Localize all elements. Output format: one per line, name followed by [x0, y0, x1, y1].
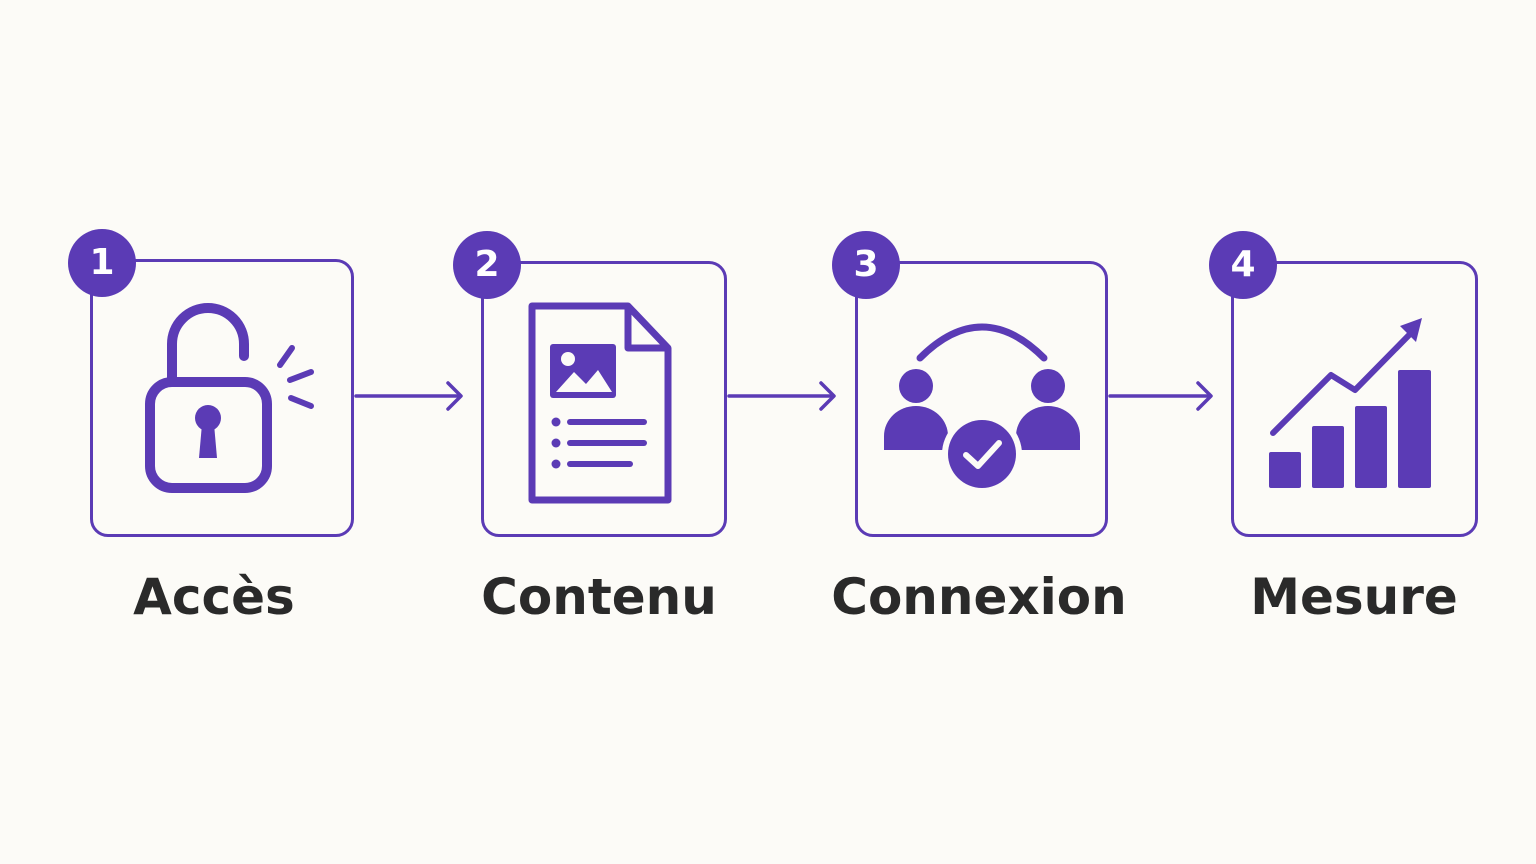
- step-3-badge: 3: [832, 231, 900, 299]
- step-1-badge: 1: [68, 229, 136, 297]
- step-3-label: Connexion: [831, 568, 1127, 626]
- step-1-label: Accès: [133, 568, 295, 626]
- document-image-list-icon: [528, 302, 672, 504]
- people-connection-check-icon: [884, 323, 1080, 494]
- arrow-right-icon: [354, 381, 463, 411]
- unlocked-padlock-icon: [145, 303, 314, 493]
- arrow-right-icon: [727, 381, 836, 411]
- step-2-badge: 2: [453, 231, 521, 299]
- arrow-right-icon: [1108, 381, 1213, 411]
- step-2-label: Contenu: [481, 568, 717, 626]
- step-4-badge: 4: [1209, 231, 1277, 299]
- step-4-box: [1231, 261, 1478, 537]
- step-4-label: Mesure: [1250, 568, 1458, 626]
- bar-chart-growth-arrow-icon: [1269, 318, 1431, 488]
